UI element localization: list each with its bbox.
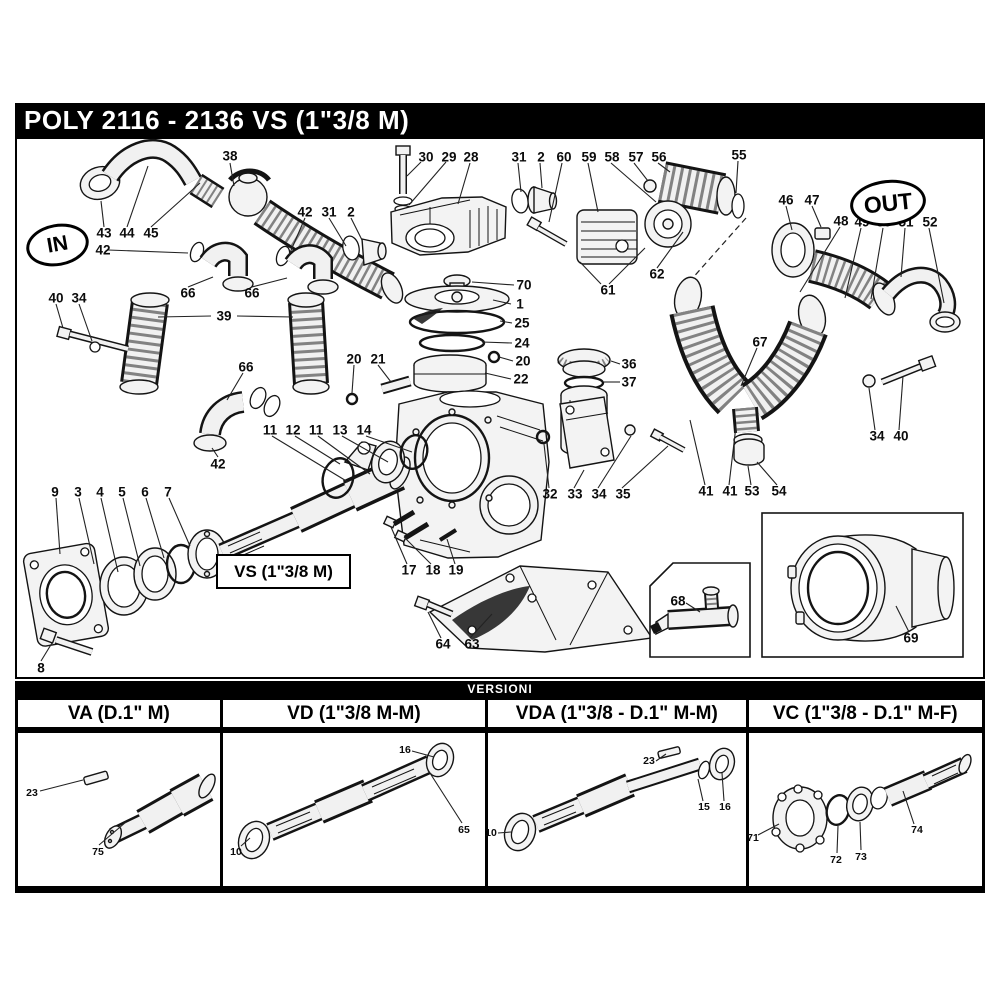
version-header-vda: VDA (1"3/8 - D.1" M-M)	[488, 700, 749, 727]
exploded-diagram-area	[15, 137, 985, 679]
page-title: POLY 2116 - 2136 VS (1"3/8 M)	[24, 105, 410, 135]
version-header-vd: VD (1"3/8 M-M)	[222, 700, 489, 727]
version-panel-vc	[748, 733, 982, 886]
versioni-bar: VERSIONI	[15, 681, 985, 697]
version-panel-vda	[488, 733, 749, 886]
version-panel-va	[18, 733, 223, 886]
version-headers: VA (D.1" M) VD (1"3/8 M-M) VDA (1"3/8 - …	[15, 697, 985, 730]
title-bar: POLY 2116 - 2136 VS (1"3/8 M)	[15, 103, 985, 137]
version-panels	[15, 730, 985, 893]
version-header-vc: VC (1"3/8 - D.1" M-F)	[748, 700, 982, 727]
version-header-va: VA (D.1" M)	[18, 700, 223, 727]
vs-version-box: VS (1"3/8 M)	[216, 554, 351, 589]
version-panel-vd	[222, 733, 489, 886]
